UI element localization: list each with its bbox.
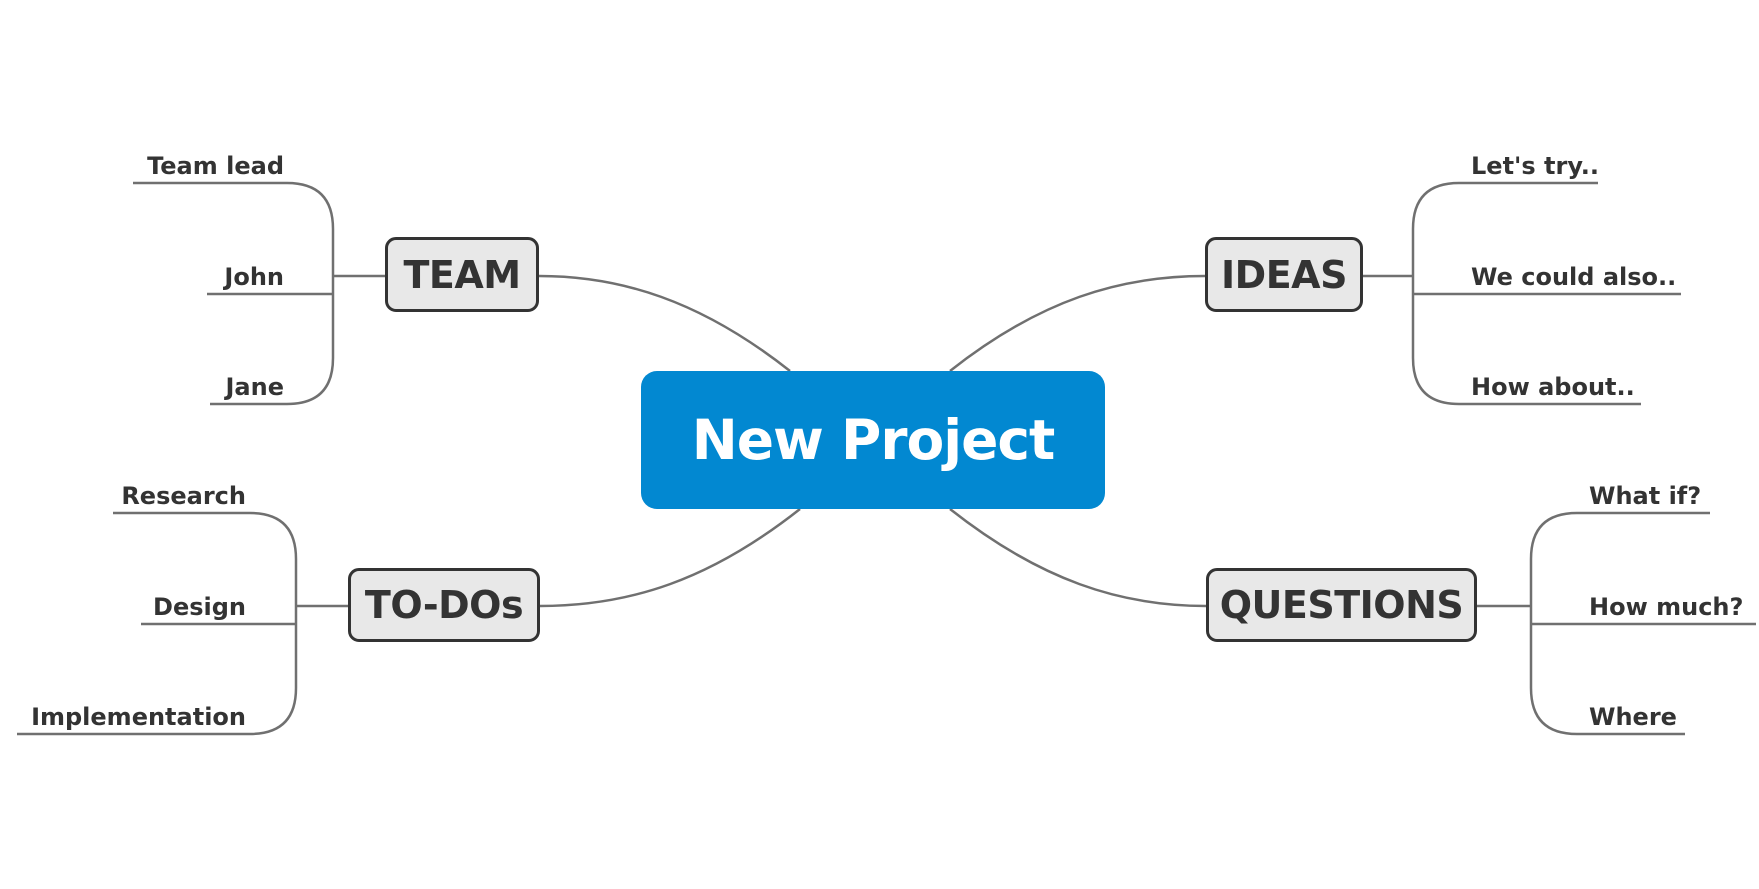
topic-team[interactable]: TEAM [385,237,539,312]
subtopic-we-could-also[interactable]: We could also.. [1471,263,1677,291]
subtopic-research[interactable]: Research [121,482,246,510]
topic-questions[interactable]: QUESTIONS [1206,568,1477,642]
link-center-todos [539,508,801,608]
link-center-ideas [949,274,1206,372]
topic-label: IDEAS [1221,252,1347,297]
subtopic-where[interactable]: Where [1589,703,1677,731]
topic-label: TEAM [403,252,521,297]
subtopic-how-about[interactable]: How about.. [1471,373,1635,401]
subtopic-john[interactable]: John [224,263,284,291]
topic-label: QUESTIONS [1219,583,1464,627]
subtopic-jane[interactable]: Jane [225,373,285,401]
subtopic-implementation[interactable]: Implementation [31,703,246,731]
link-center-team [538,274,791,372]
topic-label: TO-DOs [364,583,524,627]
subtopic-what-if[interactable]: What if? [1589,482,1702,510]
topic-todos[interactable]: TO-DOs [348,568,540,642]
topic-ideas[interactable]: IDEAS [1205,237,1363,312]
subtopic-design[interactable]: Design [153,593,246,621]
central-topic[interactable]: New Project [641,371,1105,509]
link-center-questions [949,508,1207,608]
subtopic-lets-try[interactable]: Let's try.. [1471,152,1600,180]
subtopic-how-much[interactable]: How much? [1589,593,1744,621]
subtopic-team-lead[interactable]: Team lead [147,152,284,180]
central-topic-label: New Project [691,408,1056,472]
